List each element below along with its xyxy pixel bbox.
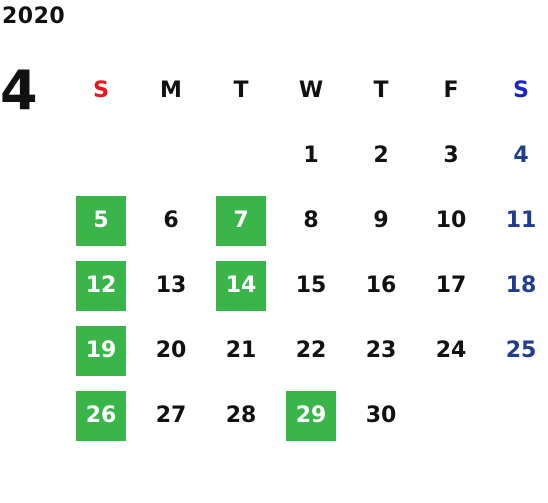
calendar-day[interactable]: 18 bbox=[486, 253, 548, 318]
calendar-month: 4 bbox=[0, 59, 38, 122]
day-number: 19 bbox=[76, 325, 126, 376]
day-number: 25 bbox=[505, 338, 537, 363]
calendar-day-highlighted[interactable]: 7 bbox=[206, 188, 276, 253]
day-number: 1 bbox=[303, 143, 319, 168]
calendar-day[interactable]: 6 bbox=[136, 188, 206, 253]
day-number: 21 bbox=[225, 338, 257, 363]
calendar-day[interactable]: 2 bbox=[346, 123, 416, 188]
day-number: 23 bbox=[365, 338, 397, 363]
day-number: 28 bbox=[225, 403, 257, 428]
day-number: 6 bbox=[163, 208, 179, 233]
calendar-day[interactable]: 23 bbox=[346, 318, 416, 383]
calendar-day[interactable]: 8 bbox=[276, 188, 346, 253]
calendar-day-highlighted[interactable]: 12 bbox=[66, 253, 136, 318]
day-number: 9 bbox=[373, 208, 389, 233]
calendar-day[interactable]: 27 bbox=[136, 383, 206, 448]
calendar-day-highlighted[interactable]: 5 bbox=[66, 188, 136, 253]
calendar-year: 2020 bbox=[2, 4, 66, 29]
day-number: 10 bbox=[435, 208, 467, 233]
calendar-day-highlighted[interactable]: 14 bbox=[206, 253, 276, 318]
day-number: 17 bbox=[435, 273, 467, 298]
day-number: 18 bbox=[505, 273, 537, 298]
calendar-day[interactable]: 10 bbox=[416, 188, 486, 253]
day-number: 26 bbox=[76, 390, 126, 441]
day-number: 4 bbox=[513, 143, 529, 168]
day-number: 11 bbox=[505, 208, 537, 233]
weekday-header-friday: F bbox=[443, 78, 459, 103]
day-number: 16 bbox=[365, 273, 397, 298]
day-number: 27 bbox=[155, 403, 187, 428]
calendar-day[interactable]: 25 bbox=[486, 318, 548, 383]
calendar-day[interactable]: 20 bbox=[136, 318, 206, 383]
day-number: 13 bbox=[155, 273, 187, 298]
calendar-day[interactable]: 1 bbox=[276, 123, 346, 188]
calendar-day-highlighted[interactable]: 19 bbox=[66, 318, 136, 383]
calendar-day[interactable]: 15 bbox=[276, 253, 346, 318]
calendar-blank-cell bbox=[66, 123, 136, 188]
day-number: 14 bbox=[216, 260, 266, 311]
day-number: 30 bbox=[365, 403, 397, 428]
calendar-day[interactable]: 16 bbox=[346, 253, 416, 318]
day-number: 8 bbox=[303, 208, 319, 233]
day-number: 22 bbox=[295, 338, 327, 363]
calendar-blank-cell bbox=[206, 123, 276, 188]
day-number: 24 bbox=[435, 338, 467, 363]
calendar-day[interactable]: 24 bbox=[416, 318, 486, 383]
calendar-day[interactable]: 21 bbox=[206, 318, 276, 383]
weekday-header-thursday: T bbox=[373, 78, 389, 103]
day-number: 7 bbox=[216, 195, 266, 246]
calendar-day[interactable]: 11 bbox=[486, 188, 548, 253]
calendar-day[interactable]: 4 bbox=[486, 123, 548, 188]
day-number: 5 bbox=[76, 195, 126, 246]
calendar-day[interactable]: 22 bbox=[276, 318, 346, 383]
weekday-header-tuesday: T bbox=[233, 78, 249, 103]
day-number: 12 bbox=[76, 260, 126, 311]
day-number: 3 bbox=[443, 143, 459, 168]
calendar-day[interactable]: 9 bbox=[346, 188, 416, 253]
calendar-day[interactable]: 17 bbox=[416, 253, 486, 318]
day-number: 20 bbox=[155, 338, 187, 363]
day-number: 15 bbox=[295, 273, 327, 298]
calendar-day[interactable]: 3 bbox=[416, 123, 486, 188]
day-number: 2 bbox=[373, 143, 389, 168]
calendar-day[interactable]: 13 bbox=[136, 253, 206, 318]
weekday-header-wednesday: W bbox=[298, 78, 324, 103]
weekday-header-saturday: S bbox=[513, 78, 529, 103]
calendar-day[interactable]: 30 bbox=[346, 383, 416, 448]
weekday-header-monday: M bbox=[160, 78, 182, 103]
calendar-day[interactable]: 28 bbox=[206, 383, 276, 448]
calendar-day-highlighted[interactable]: 29 bbox=[276, 383, 346, 448]
weekday-header-sunday: S bbox=[93, 78, 109, 103]
calendar-blank-cell bbox=[136, 123, 206, 188]
day-number: 29 bbox=[286, 390, 336, 441]
calendar-day-highlighted[interactable]: 26 bbox=[66, 383, 136, 448]
